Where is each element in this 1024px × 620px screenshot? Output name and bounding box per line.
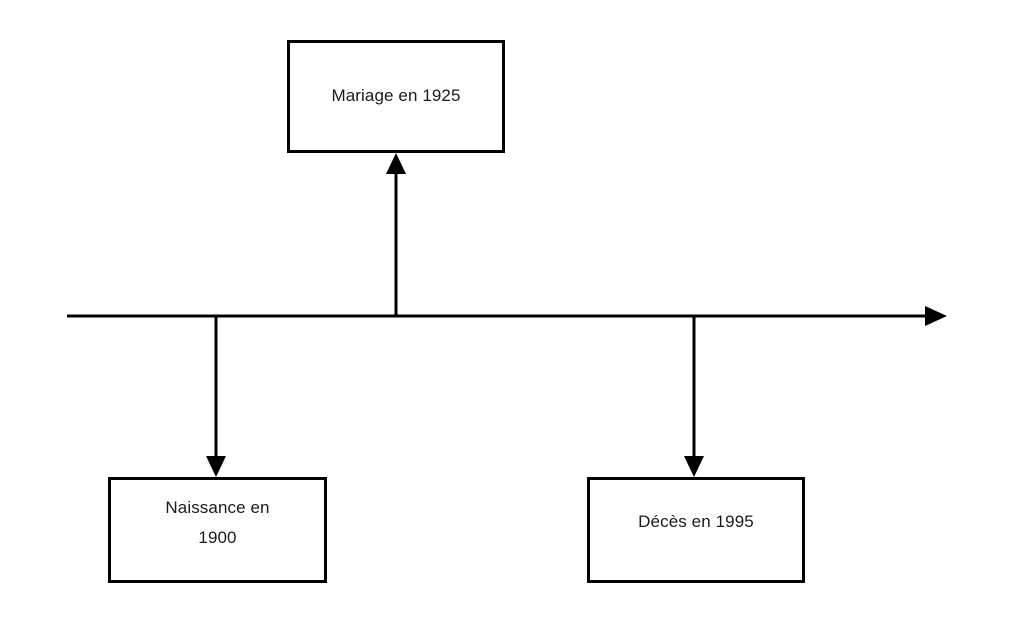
- event-box-deces[interactable]: Décès en 1995: [587, 477, 805, 583]
- event-label-naissance: Naissance en 1900: [165, 498, 270, 547]
- connector-arrowhead-mariage: [386, 153, 406, 174]
- event-box-naissance[interactable]: Naissance en 1900: [108, 477, 327, 583]
- event-box-mariage[interactable]: Mariage en 1925: [287, 40, 505, 153]
- event-label-mariage: Mariage en 1925: [331, 85, 461, 105]
- connector-arrowhead-deces: [684, 456, 704, 477]
- timeline-axis-arrowhead: [925, 306, 947, 326]
- event-label-deces: Décès en 1995: [638, 512, 754, 531]
- connector-arrowhead-naissance: [206, 456, 226, 477]
